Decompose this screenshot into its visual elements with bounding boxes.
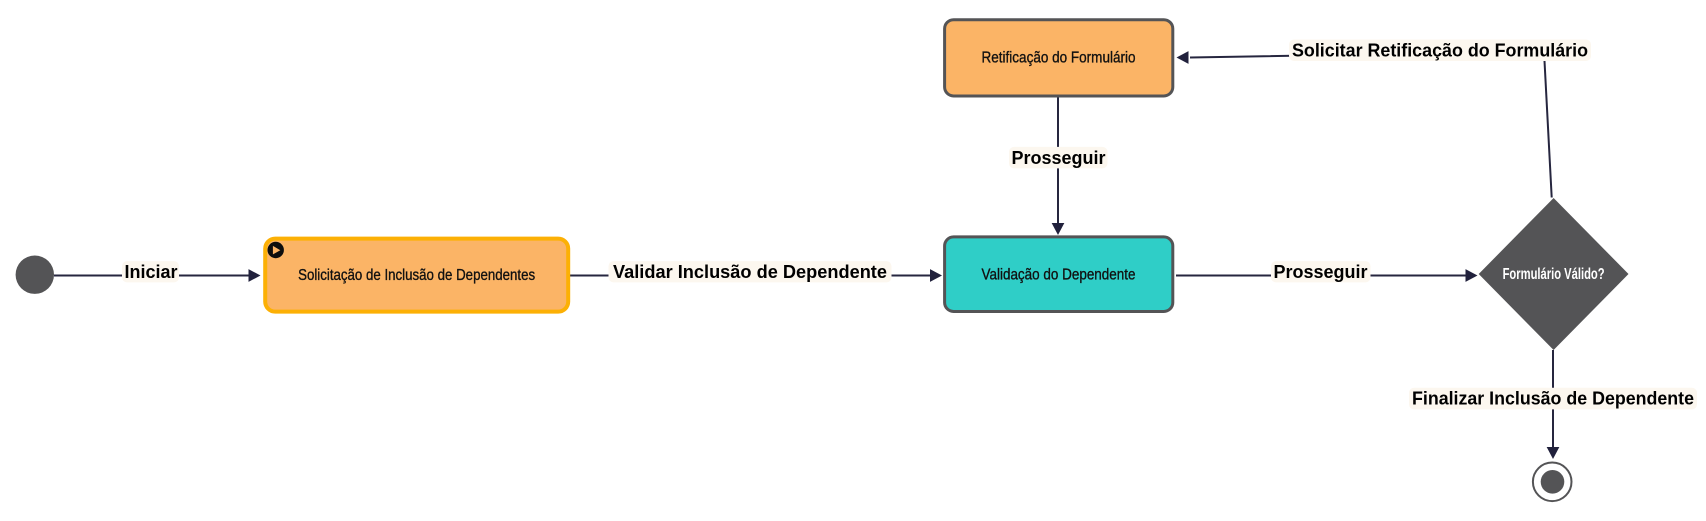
- svg-text:Validar Inclusão de Dependente: Validar Inclusão de Dependente: [613, 262, 887, 282]
- svg-text:Solicitação de Inclusão de Dep: Solicitação de Inclusão de Dependentes: [298, 267, 535, 284]
- svg-text:Retificação do Formulário: Retificação do Formulário: [982, 50, 1136, 67]
- svg-text:Prosseguir: Prosseguir: [1012, 148, 1106, 168]
- svg-text:Iniciar: Iniciar: [125, 262, 178, 282]
- svg-text:Formulário Válido?: Formulário Válido?: [1503, 266, 1605, 283]
- svg-text:Finalizar Inclusão de Dependen: Finalizar Inclusão de Dependente: [1412, 389, 1694, 409]
- svg-text:Validação do Dependente: Validação do Dependente: [982, 267, 1136, 284]
- svg-text:Solicitar Retificação do Formu: Solicitar Retificação do Formulário: [1292, 41, 1588, 61]
- svg-text:Prosseguir: Prosseguir: [1274, 262, 1368, 282]
